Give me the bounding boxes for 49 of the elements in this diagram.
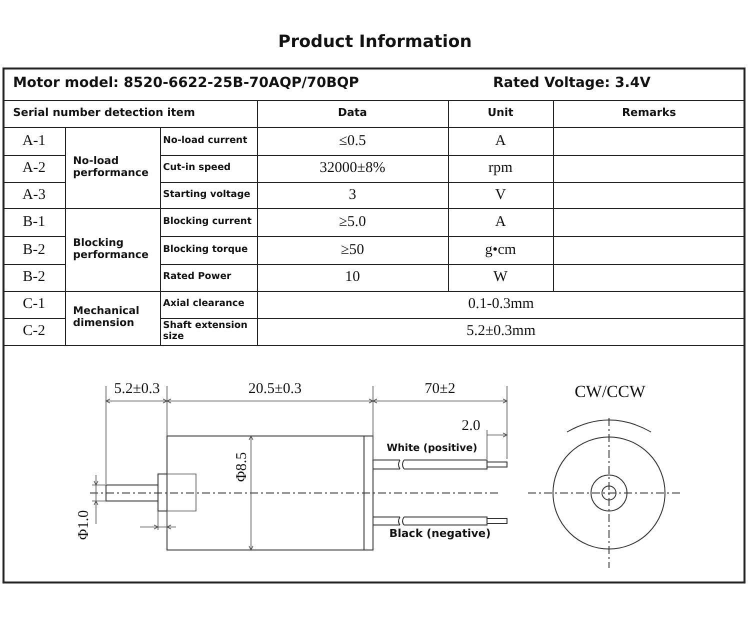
dimension-text: 2.0 — [460, 418, 482, 434]
group-label: Mechanical dimension — [72, 304, 140, 331]
dimension-text: Φ8.5 — [233, 451, 251, 484]
spec-value: ≥50 — [340, 240, 366, 260]
spec-value: 32000±8% — [318, 159, 386, 178]
row-code: B-2 — [22, 268, 46, 288]
spec-value: 3 — [348, 186, 358, 205]
header-text: Rated Voltage: 3.4V — [492, 74, 652, 94]
spec-value: 10 — [344, 268, 361, 288]
dimension-text: 5.2±0.3 — [113, 380, 161, 398]
view-label: CW/CCW — [574, 382, 646, 402]
item-name: Axial clearance — [162, 297, 246, 312]
column-header: Serial number detection item — [12, 105, 196, 122]
group-label: No-load performance — [72, 154, 150, 180]
unit-label: rpm — [487, 159, 514, 178]
item-name: Blocking torque — [162, 242, 249, 257]
item-name: Shaft extension size — [162, 319, 249, 344]
spec-value: 0.1-0.3mm — [467, 295, 535, 314]
row-code: B-1 — [22, 212, 46, 232]
column-header: Remarks — [620, 105, 678, 122]
page-title: Product Information — [277, 30, 473, 54]
group-label: Blocking performance — [72, 236, 150, 262]
dimension-text: 70±2 — [424, 380, 456, 398]
row-code: A-2 — [21, 159, 47, 178]
spec-value: ≤0.5 — [338, 132, 367, 151]
row-code: C-2 — [22, 322, 46, 342]
wire-label: Black (negative) — [388, 526, 492, 542]
item-name: Starting voltage — [162, 188, 252, 202]
unit-label: A — [494, 212, 507, 232]
unit-label: g•cm — [484, 240, 518, 260]
dimension-text: Φ1.0 — [75, 509, 93, 542]
item-name: Cut-in speed — [162, 161, 232, 176]
item-name: No-load current — [162, 134, 248, 148]
unit-label: W — [492, 268, 509, 288]
item-name: Blocking current — [162, 214, 253, 229]
wire-label: White (positive) — [386, 442, 478, 456]
column-header: Data — [336, 105, 368, 122]
row-code: B-2 — [22, 240, 46, 260]
spec-value: ≥5.0 — [338, 212, 367, 232]
column-header: Unit — [486, 105, 514, 122]
row-code: A-3 — [21, 186, 47, 205]
row-code: C-1 — [22, 295, 46, 314]
item-name: Rated Power — [162, 270, 232, 284]
unit-label: A — [494, 132, 507, 151]
unit-label: V — [494, 186, 507, 205]
row-code: A-1 — [21, 132, 47, 151]
dimension-text: 20.5±0.3 — [247, 380, 303, 398]
header-text: Motor model: 8520-6622-25B-70AQP/70BQP — [12, 74, 360, 94]
spec-value: 5.2±0.3mm — [465, 322, 537, 342]
